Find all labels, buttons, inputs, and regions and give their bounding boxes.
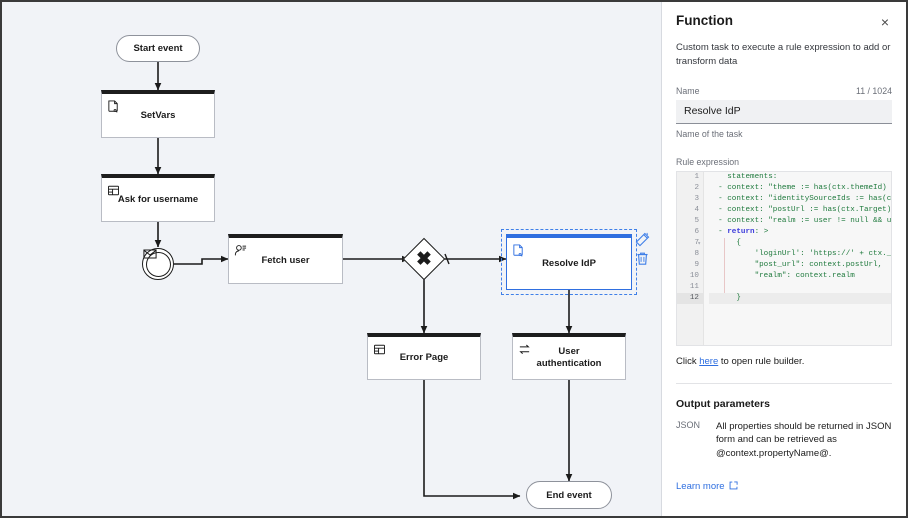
node-end-event[interactable]: End event <box>526 481 612 509</box>
form-icon <box>373 343 387 357</box>
editor-line-number: 6 <box>694 227 699 236</box>
trash-icon[interactable] <box>635 251 651 267</box>
editor-line-number: 4 <box>694 205 699 214</box>
hint-prefix: Click <box>676 355 700 367</box>
editor-line-number: 5 <box>694 216 699 225</box>
indent-guide <box>724 237 725 293</box>
external-link-icon <box>729 481 738 493</box>
output-key: JSON <box>676 419 701 430</box>
name-input[interactable] <box>676 99 892 124</box>
rule-builder-hint: Click here to open rule builder. <box>676 356 892 367</box>
editor-code-line: "post_url": context.postUrl, <box>709 260 883 269</box>
magic-wand-icon[interactable] <box>635 232 651 248</box>
hint-suffix: to open rule builder. <box>718 355 805 367</box>
bpmn-canvas[interactable]: Start event SetVars <box>2 2 661 516</box>
editor-code-line <box>709 282 891 293</box>
learn-more-label: Learn more <box>676 481 725 493</box>
editor-code-line: 'loginUrl': 'https://' + ctx.__tena <box>754 249 892 258</box>
editor-line-number: 11 <box>689 282 699 291</box>
name-helper-text: Name of the task <box>676 128 743 139</box>
editor-line-number: 1 <box>694 172 699 181</box>
name-label: Name <box>676 85 700 96</box>
envelope-icon <box>143 249 171 277</box>
panel-description: Custom task to execute a rule expression… <box>676 42 891 67</box>
properties-panel: Function × Custom task to execute a rule… <box>661 2 906 516</box>
node-label: Error Page <box>399 352 449 364</box>
node-ask-for-username[interactable]: Ask for username <box>101 174 215 222</box>
close-icon[interactable]: × <box>880 14 889 30</box>
editor-code-line: } <box>709 292 891 304</box>
editor-code-line: - context: "realm := user != null && use… <box>718 216 892 225</box>
exchange-icon <box>518 343 532 357</box>
node-label: Ask for username <box>117 193 199 205</box>
page-title: Function <box>676 13 733 28</box>
editor-code-line: "realm": context.realm <box>709 271 855 280</box>
node-error-page[interactable]: Error Page <box>367 333 481 380</box>
rule-expression-label: Rule expression <box>676 156 740 167</box>
form-icon <box>107 184 121 198</box>
node-resolve-idp[interactable]: Resolve IdP <box>501 229 637 295</box>
output-parameters-title: Output parameters <box>676 397 770 410</box>
node-label: Start event <box>133 43 183 54</box>
fold-toggle-icon[interactable]: ▾ <box>697 239 701 247</box>
panel-header: Function × <box>676 2 892 31</box>
node-setvars[interactable]: SetVars <box>101 90 215 138</box>
editor-code-line: - return: > <box>709 227 769 236</box>
editor-line-number: 7▾ <box>694 238 701 247</box>
node-label: Fetch user <box>261 254 310 266</box>
output-value: All properties should be returned in JSO… <box>716 420 892 460</box>
node-label: SetVars <box>140 109 176 121</box>
script-icon <box>512 244 526 258</box>
node-label: Resolve IdP <box>542 257 596 269</box>
editor-line-number: 3 <box>694 194 699 203</box>
node-fetch-user[interactable]: Fetch user <box>228 234 343 284</box>
editor-line-number: 10 <box>689 271 699 280</box>
editor-code-line: { <box>736 238 741 247</box>
editor-code-line: statements: <box>709 172 778 181</box>
node-message-event[interactable] <box>142 248 174 280</box>
section-divider <box>676 382 892 384</box>
node-label: End event <box>546 489 592 501</box>
flow-connectors <box>154 62 573 500</box>
user-lookup-icon <box>234 244 248 258</box>
editor-line-number: 2 <box>694 183 699 192</box>
name-field-header: Name 11 / 1024 <box>676 86 892 96</box>
output-parameter-row: JSON All properties should be returned i… <box>676 420 892 461</box>
node-start-event[interactable]: Start event <box>116 35 200 62</box>
rule-builder-link[interactable]: here <box>699 355 719 367</box>
char-counter: 11 / 1024 <box>855 85 892 96</box>
learn-more-link[interactable]: Learn more <box>676 481 738 493</box>
editor-line-number: 12 <box>677 292 703 304</box>
editor-code-line: - context: "theme := has(ctx.themeId) ? … <box>718 183 887 192</box>
editor-line-number: 9 <box>694 260 699 269</box>
editor-code-line: - context: "postUrl := has(ctx.Target) &… <box>718 205 892 214</box>
editor-line-number: 8 <box>694 249 699 258</box>
script-icon <box>107 100 121 114</box>
editor-code[interactable]: statements: - context: "theme := has(ctx… <box>704 172 892 345</box>
editor-code-line: - context: "identitySourceIds := has(ctx… <box>718 194 892 203</box>
